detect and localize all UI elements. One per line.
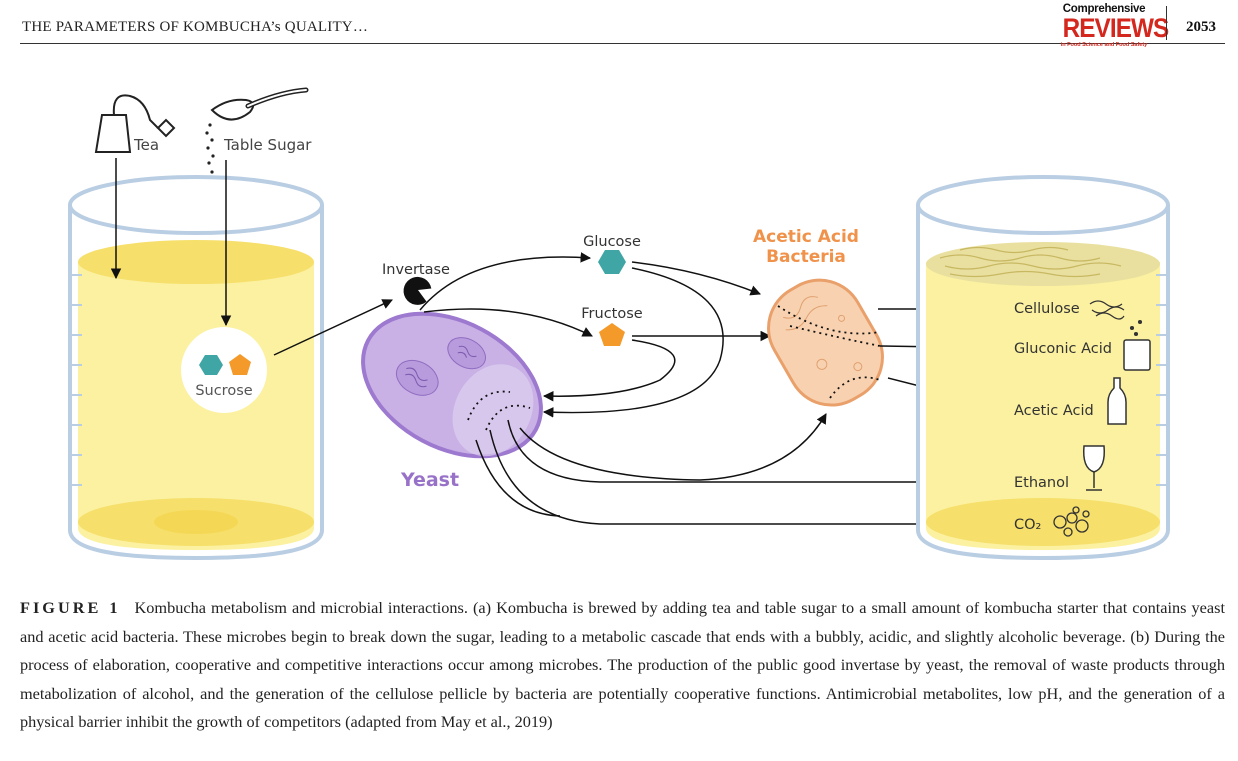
yeast-to-ethanol-arrow	[507, 419, 1008, 488]
kombucha-figure: Tea Table Sugar Sucrose Invertase Yea	[0, 60, 1238, 580]
right-beaker	[916, 175, 1170, 561]
table-sugar-label: Table Sugar	[223, 136, 312, 154]
gluconic-acid-glass-icon	[1123, 319, 1151, 371]
aab-label-line2: Bacteria	[766, 247, 846, 267]
yeast-co2-path-2	[475, 439, 561, 517]
journal-logo-line2: REVIEWS	[1062, 13, 1170, 43]
page-number: 2053	[1186, 19, 1216, 35]
co2-bubbles-icon	[1053, 506, 1090, 537]
journal-logo-line1: Comprehensive	[1062, 3, 1146, 15]
fructose-pentagon-icon	[599, 323, 625, 346]
cellulose-fiber-icon	[1089, 300, 1125, 320]
glucose-to-yeast-arrow	[542, 267, 724, 418]
header-divider	[1166, 6, 1167, 40]
invertase-pacman-icon	[403, 276, 432, 305]
page-header: THE PARAMETERS OF KOMBUCHA’s QUALITY… Co…	[0, 0, 1238, 48]
gluconic-acid-label: Gluconic Acid	[1014, 341, 1112, 357]
cellulose-label: Cellulose	[1014, 301, 1080, 317]
yeast-label: Yeast	[400, 469, 459, 491]
kombucha-diagram: Tea Table Sugar Sucrose Invertase Yea	[68, 87, 1170, 561]
running-title: THE PARAMETERS OF KOMBUCHA’s QUALITY…	[22, 19, 369, 35]
tea-label: Tea	[133, 136, 159, 154]
acetic-acid-label: Acetic Acid	[1014, 403, 1094, 419]
tea-bag-icon	[94, 94, 176, 153]
header-rule	[20, 43, 1225, 44]
sucrose-molecule: Sucrose	[181, 327, 267, 413]
journal-logo-line3: in Food Science and Food Safety	[1060, 42, 1148, 48]
wine-glass-icon	[1082, 445, 1106, 491]
yeast-to-co2-arrow	[489, 429, 1008, 530]
yeast-to-fructose-arrow	[423, 308, 593, 337]
sucrose-label: Sucrose	[195, 383, 252, 399]
fructose-to-yeast-arrow	[542, 339, 676, 402]
bacteria-dotted-path-2	[789, 325, 881, 347]
sucrose-to-invertase-arrow	[273, 299, 393, 356]
glucose-to-bacteria-arrow	[631, 261, 761, 296]
sucrose-fructose-pentagon	[229, 354, 251, 375]
yeast-to-glucose-arrow	[419, 252, 592, 311]
glucose-hexagon-icon	[598, 250, 626, 274]
co2-label: CO₂	[1014, 517, 1041, 533]
yeast-cell	[361, 311, 543, 459]
invertase-label: Invertase	[382, 262, 450, 278]
bacteria-dotted-path-1	[777, 305, 881, 335]
caption-text: Kombucha metabolism and microbial intera…	[20, 598, 1225, 731]
sugar-spoon-icon	[205, 87, 309, 174]
fructose-label: Fructose	[581, 306, 643, 322]
ethanol-to-bacteria-arrow	[519, 413, 827, 481]
glucose-label: Glucose	[583, 234, 641, 250]
vinegar-bottle-icon	[1107, 377, 1127, 425]
acetic-acid-bacteria-cell	[767, 278, 884, 407]
sucrose-glucose-hexagon	[199, 355, 223, 375]
ethanol-label: Ethanol	[1014, 475, 1069, 491]
aab-label-line1: Acetic Acid	[753, 227, 859, 247]
journal-logo: Comprehensive REVIEWS in Food Science an…	[1058, 3, 1170, 59]
caption-label: FIGURE 1	[20, 598, 121, 617]
